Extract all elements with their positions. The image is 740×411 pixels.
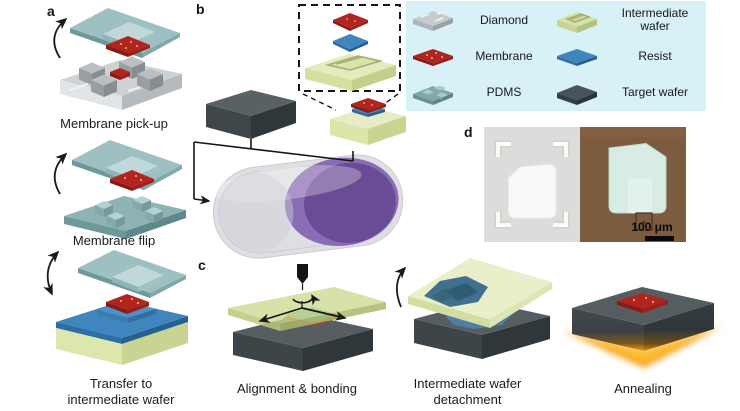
pickup-arrow <box>53 17 68 59</box>
transfer-arrow <box>43 250 60 296</box>
legend: Diamond Intermediate wafer Membrane Resi… <box>406 1 706 111</box>
micrograph-intermediate-wafer <box>484 127 580 242</box>
rotation-arrow <box>292 294 321 306</box>
xy-arrow-left <box>258 307 303 323</box>
membrane-on-stamp <box>110 170 154 191</box>
target-wafer-icon <box>548 77 606 107</box>
caption-alignment-bonding: Alignment & bonding <box>237 381 357 396</box>
pdms-icon <box>406 77 460 107</box>
diamond-wafer-icon <box>406 5 460 35</box>
exploded-intermediate-wafer <box>305 54 396 91</box>
assembled-stack <box>330 98 406 145</box>
caption-membrane-flip: Membrane flip <box>72 233 156 248</box>
legend-label-diamond: Diamond <box>479 12 529 27</box>
membrane-inner-region <box>628 179 652 213</box>
panel-label-d: d <box>464 124 473 140</box>
bracket-arrow <box>193 195 211 205</box>
peeled-intermediate-wafer <box>408 258 552 328</box>
exploded-view-box <box>298 4 401 92</box>
tab-dot <box>642 220 646 224</box>
scale-bar <box>645 236 674 241</box>
camera-icon <box>297 264 308 290</box>
illustration-membrane-pickup <box>53 8 182 110</box>
target-wafer <box>206 90 296 139</box>
legend-label-pdms: PDMS <box>486 84 522 99</box>
caption-detachment: Intermediate wafer detachment <box>395 376 540 407</box>
illustration-annealing <box>562 287 722 368</box>
plasma-chamber <box>212 154 404 259</box>
exploded-membrane <box>333 13 368 31</box>
pdms-stamp <box>78 250 186 298</box>
membrane-on-target <box>617 293 668 313</box>
legend-label-intermediate-wafer: Intermediate wafer <box>621 6 689 33</box>
panel-label-c: c <box>198 257 206 273</box>
heat-glow-inner <box>570 328 714 362</box>
flip-arrow <box>53 152 68 195</box>
diamond-blocks <box>79 56 163 97</box>
peel-arrow <box>394 266 407 308</box>
micrograph-target-wafer <box>580 127 686 242</box>
caption-detachment-line1: Intermediate wafer <box>413 376 522 391</box>
illustration-alignment-bonding <box>228 264 386 371</box>
illustration-detachment <box>394 258 552 359</box>
illustration-panel-b <box>193 4 406 259</box>
caption-annealing: Annealing <box>614 381 672 396</box>
caption-transfer: Transfer to intermediate wafer <box>25 376 217 407</box>
resist-icon <box>548 41 606 71</box>
target-wafer <box>233 314 373 371</box>
exploded-resist <box>333 34 368 52</box>
caption-membrane-pickup: Membrane pick-up <box>60 116 168 131</box>
membrane-icon <box>406 41 460 71</box>
membrane-on-wafer <box>106 294 149 314</box>
illustration-membrane-flip <box>53 140 186 239</box>
panel-label-a: a <box>47 3 55 19</box>
bracket-line <box>193 139 354 199</box>
xy-arrow-right <box>301 307 347 321</box>
legend-label-resist: Resist <box>638 48 672 63</box>
membrane-on-stamp <box>106 36 150 57</box>
caption-transfer-line1: Transfer to <box>89 376 153 391</box>
caption-detachment-line2: detachment <box>433 391 502 407</box>
intermediate-wafer-icon <box>548 5 606 35</box>
membrane-outline <box>508 163 557 219</box>
scale-bar-label: 100 μm <box>631 220 673 234</box>
illustration-transfer <box>43 250 188 365</box>
membrane-tab <box>635 212 653 231</box>
legend-label-membrane: Membrane <box>475 48 533 63</box>
caption-transfer-line2: intermediate wafer <box>67 391 175 407</box>
legend-label-target-wafer: Target wafer <box>621 84 689 99</box>
alignment-marks <box>496 142 568 227</box>
pdms-carrier <box>64 196 186 239</box>
explode-line-left <box>302 93 337 111</box>
panel-label-b: b <box>196 1 205 17</box>
